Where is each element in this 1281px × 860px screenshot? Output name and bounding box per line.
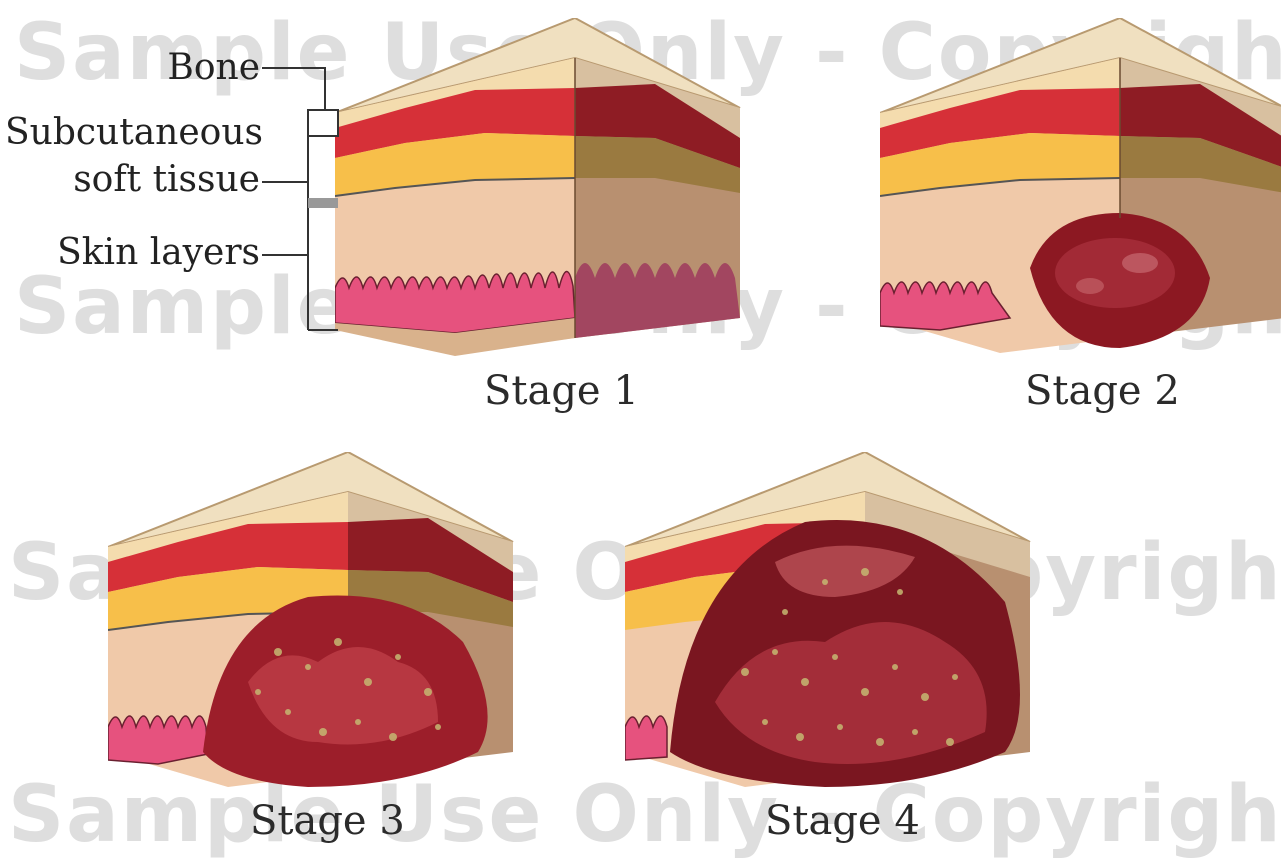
stage-3-label: Stage 3 [250,798,405,844]
stage-2-label: Stage 2 [1025,368,1180,414]
stage-1-label: Stage 1 [484,368,639,414]
stage-4-label: Stage 4 [765,798,920,844]
